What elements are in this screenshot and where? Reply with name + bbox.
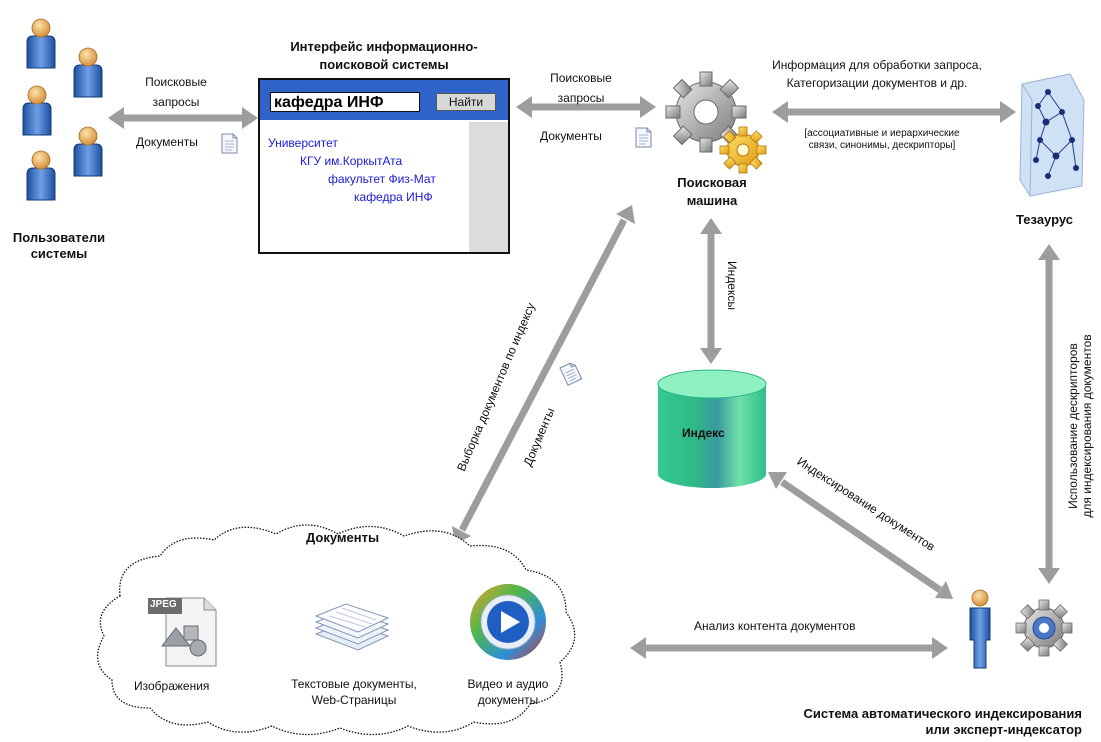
user-icon [26, 150, 56, 201]
arrow-thesaurus-indexer [1038, 244, 1060, 584]
indexer-person-icon [969, 589, 991, 669]
index-label: Индекс [682, 426, 725, 440]
thesaurus-network-icon [1019, 73, 1085, 197]
search-input[interactable]: кафедра ИНФ [270, 92, 420, 112]
associations-label: [ассоциативные и иерархические связи, си… [804, 128, 960, 151]
database-cylinder-icon [657, 369, 767, 488]
document-stack-icon [314, 603, 390, 651]
results-scrollbar[interactable] [469, 122, 508, 252]
result-item[interactable]: Университет [268, 136, 338, 150]
users-group [22, 18, 103, 201]
media-player-icon [470, 584, 546, 660]
jpeg-file-icon [148, 597, 217, 667]
search-interface-window: кафедра ИНФ Найти Университет КГУ им.Кор… [258, 78, 510, 254]
arrow-engine-documents [452, 205, 635, 544]
arrow-interface-engine [516, 96, 656, 118]
result-item[interactable]: факультет Физ-Мат [328, 172, 436, 186]
arrow-documents-indexer [630, 637, 948, 659]
document-icon [635, 127, 652, 148]
video-audio-label: Видео и аудио документы [467, 677, 549, 707]
indexes-label: Индексы [725, 261, 739, 310]
documents-mid-label: Документы [540, 129, 602, 143]
gear-icon [1015, 599, 1073, 657]
users-label: Пользователи системы [12, 230, 106, 261]
text-docs-label: Текстовые документы, Web-Страницы [291, 677, 417, 707]
document-icon [221, 133, 238, 154]
user-icon [22, 85, 52, 136]
interface-title: Интерфейс информационно- поисковой систе… [290, 39, 478, 72]
user-icon [73, 47, 103, 98]
arrow-users-interface [108, 107, 258, 129]
jpeg-tag: JPEG [150, 599, 177, 610]
document-icon [559, 361, 583, 386]
result-item[interactable]: кафедра ИНФ [354, 190, 433, 204]
info-processing-label: Информация для обработки запроса, Катего… [772, 58, 982, 90]
descriptor-use-label: Использование дескрипторов для индексиро… [1066, 334, 1094, 518]
user-icon [26, 18, 56, 69]
result-item[interactable]: КГУ им.КоркытАта [300, 154, 403, 168]
user-icon [73, 126, 103, 177]
content-analysis-label: Анализ контента документов [694, 619, 856, 633]
gear-icon [719, 126, 767, 174]
queries-mid-label: Поисковые запросы [550, 71, 612, 105]
search-button[interactable]: Найти [436, 93, 496, 111]
arrow-engine-thesaurus [772, 101, 1016, 123]
indexing-system-label: Система автоматического индексирования и… [803, 706, 1082, 737]
documents-cloud-title: Документы [306, 530, 380, 545]
arrow-index-indexer [768, 472, 953, 599]
thesaurus-label: Тезаурус [1016, 212, 1074, 227]
arrow-engine-index [700, 218, 722, 364]
search-engine-label: Поисковая машина [677, 175, 747, 208]
queries-left-label: Поисковые запросы [145, 75, 207, 109]
search-toolbar: кафедра ИНФ Найти [260, 80, 508, 120]
documents-left-label: Документы [136, 135, 198, 149]
images-label: Изображения [134, 679, 210, 693]
